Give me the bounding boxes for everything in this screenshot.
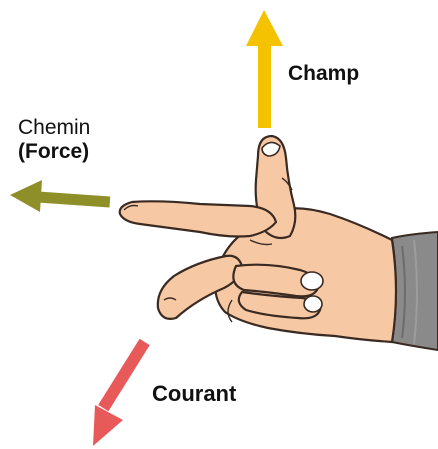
force-label: (Force) (18, 141, 89, 163)
champ-arrow (246, 10, 283, 128)
courant-arrow (93, 339, 150, 446)
sleeve (392, 232, 438, 350)
champ-label: Champ (288, 62, 359, 86)
courant-label: Courant (152, 381, 236, 407)
force-arrow (10, 180, 110, 212)
hand-illustration (120, 136, 396, 342)
chemin-label: Chemin (18, 117, 90, 139)
